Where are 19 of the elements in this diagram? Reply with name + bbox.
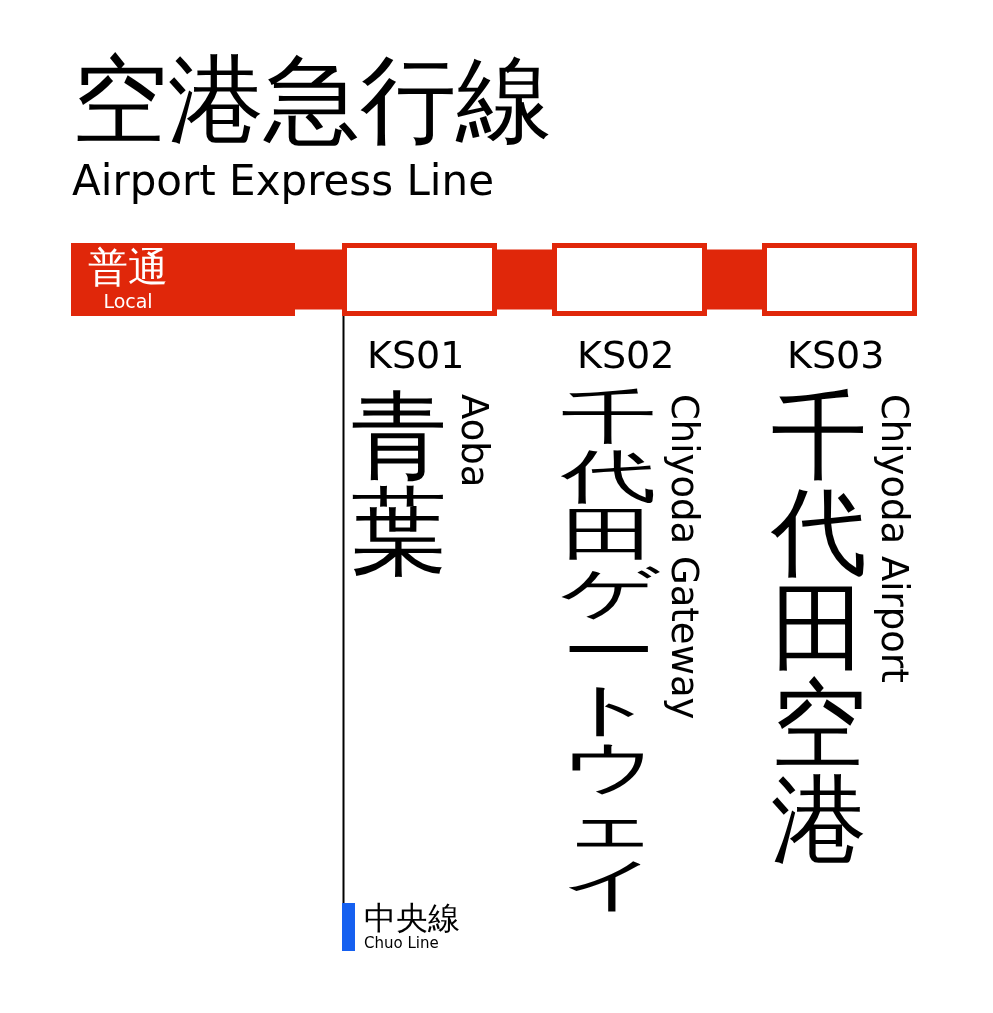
transfer-line <box>342 315 345 904</box>
station-number: KS01 <box>367 335 465 377</box>
station-name-english: Chiyoda Airport <box>873 394 914 683</box>
title: 空港急行線 <box>72 52 552 148</box>
line-name: 中央線 <box>364 901 460 937</box>
service-name: 普通 <box>87 245 169 289</box>
station-name: 千代田空港 <box>771 388 867 868</box>
service-type-band <box>71 243 295 316</box>
track-band <box>295 249 342 310</box>
subtitle: Airport Express Line <box>72 158 494 205</box>
station-name-english: Aoba <box>453 394 494 488</box>
station-name: 青葉 <box>351 388 447 580</box>
station-number: KS03 <box>787 335 885 377</box>
service-name-english: Local <box>102 291 154 312</box>
track-band <box>497 249 552 310</box>
station-name-english: Chiyoda Gateway <box>663 394 704 720</box>
line-name-english: Chuo Line <box>364 935 439 952</box>
station-number: KS02 <box>577 335 675 377</box>
track-band <box>707 249 762 310</box>
